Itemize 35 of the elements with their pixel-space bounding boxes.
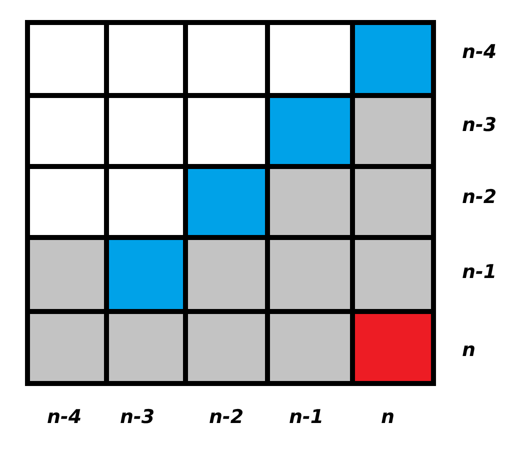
grid-square	[109, 98, 183, 164]
grid-square	[270, 314, 350, 381]
column-label: n	[381, 406, 395, 428]
grid-square	[188, 98, 265, 164]
column-label: n-3	[120, 406, 155, 428]
grid-square	[355, 25, 431, 93]
row-label: n	[462, 339, 476, 361]
grid-square	[109, 314, 183, 381]
grid-square	[109, 25, 183, 93]
grid-square	[270, 98, 350, 164]
grid-square	[355, 240, 431, 309]
grid-square	[109, 169, 183, 235]
grid-square	[188, 25, 265, 93]
grid-square	[270, 169, 350, 235]
column-label: n-1	[289, 406, 324, 428]
column-label: n-4	[47, 406, 82, 428]
column-label: n-2	[209, 406, 244, 428]
grid-square	[188, 314, 265, 381]
grid-square	[270, 240, 350, 309]
grid-square	[355, 98, 431, 164]
row-label: n-3	[462, 114, 497, 136]
grid-square	[355, 314, 431, 381]
grid-square	[270, 25, 350, 93]
grid-square	[30, 314, 104, 381]
row-label: n-4	[462, 41, 497, 63]
grid-square	[355, 169, 431, 235]
grid-square	[30, 240, 104, 309]
row-label: n-2	[462, 186, 497, 208]
grid-square	[30, 25, 104, 93]
grid-square	[188, 169, 265, 235]
grid-square	[30, 169, 104, 235]
row-label: n-1	[462, 261, 497, 283]
grid-square	[188, 240, 265, 309]
grid-square	[30, 98, 104, 164]
grid-square	[109, 240, 183, 309]
